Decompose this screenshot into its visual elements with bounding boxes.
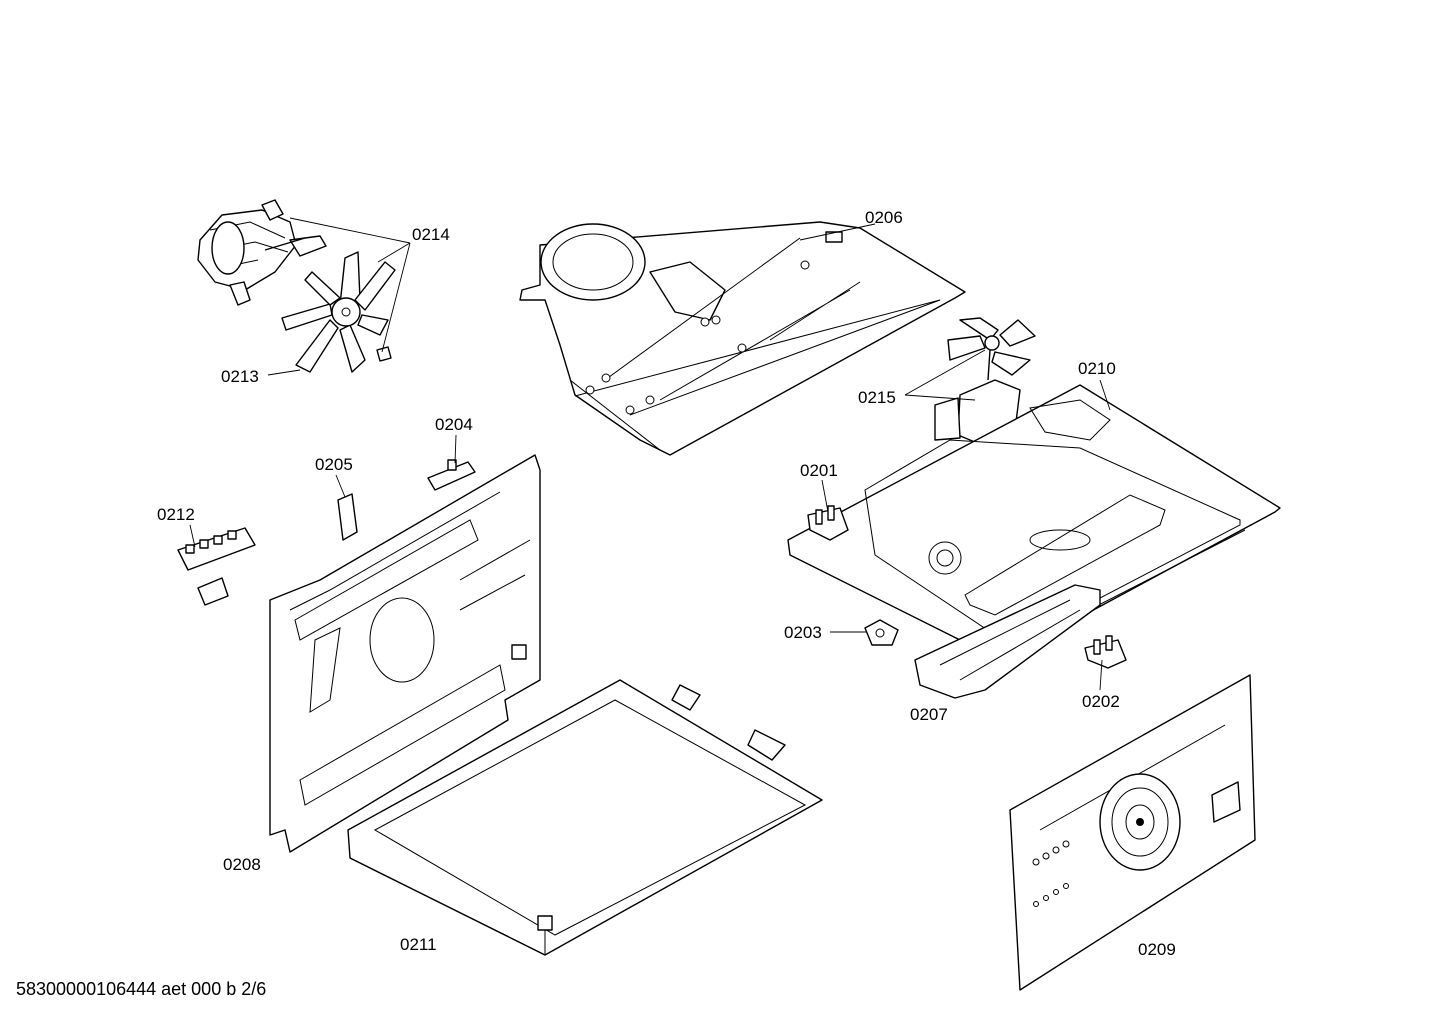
part-0207-heater-cover (914, 584, 1101, 699)
callout-0213: 0213 (221, 367, 259, 386)
part-0209-front-panel (1009, 674, 1256, 991)
part-0213-fan-blade (281, 251, 396, 373)
callout-0204: 0204 (435, 415, 473, 434)
callout-0203: 0203 (784, 623, 822, 642)
callout-0208: 0208 (223, 855, 261, 874)
callout-0206: 0206 (865, 208, 903, 227)
document-reference: 58300000106444 aet 000 b 2/6 (16, 979, 267, 999)
part-0208-back-panel (269, 454, 541, 853)
callout-0210: 0210 (1078, 359, 1116, 378)
part-0205-switch (337, 493, 358, 541)
callout-0215: 0215 (858, 388, 896, 407)
callout-0202: 0202 (1082, 692, 1120, 711)
part-0203-bracket (864, 619, 899, 646)
callout-0212: 0212 (157, 505, 195, 524)
callout-0214: 0214 (412, 225, 450, 244)
part-0212-switches (177, 527, 256, 606)
callout-0207: 0207 (910, 705, 948, 724)
part-0204-connector (427, 459, 476, 491)
part-0215-cooling-fan (934, 317, 1036, 446)
part-0214-fan-motor (197, 199, 327, 306)
callout-0201: 0201 (800, 461, 838, 480)
part-0206-duct-cover (519, 221, 966, 456)
part-0202-thermostat (1084, 635, 1127, 669)
leader-lines (189, 217, 1111, 691)
callout-0209: 0209 (1138, 940, 1176, 959)
part-0211-bottom-tray (347, 679, 823, 956)
callout-0205: 0205 (315, 455, 353, 474)
callout-0211: 0211 (400, 935, 437, 954)
part-0201-thermostat (807, 505, 849, 541)
